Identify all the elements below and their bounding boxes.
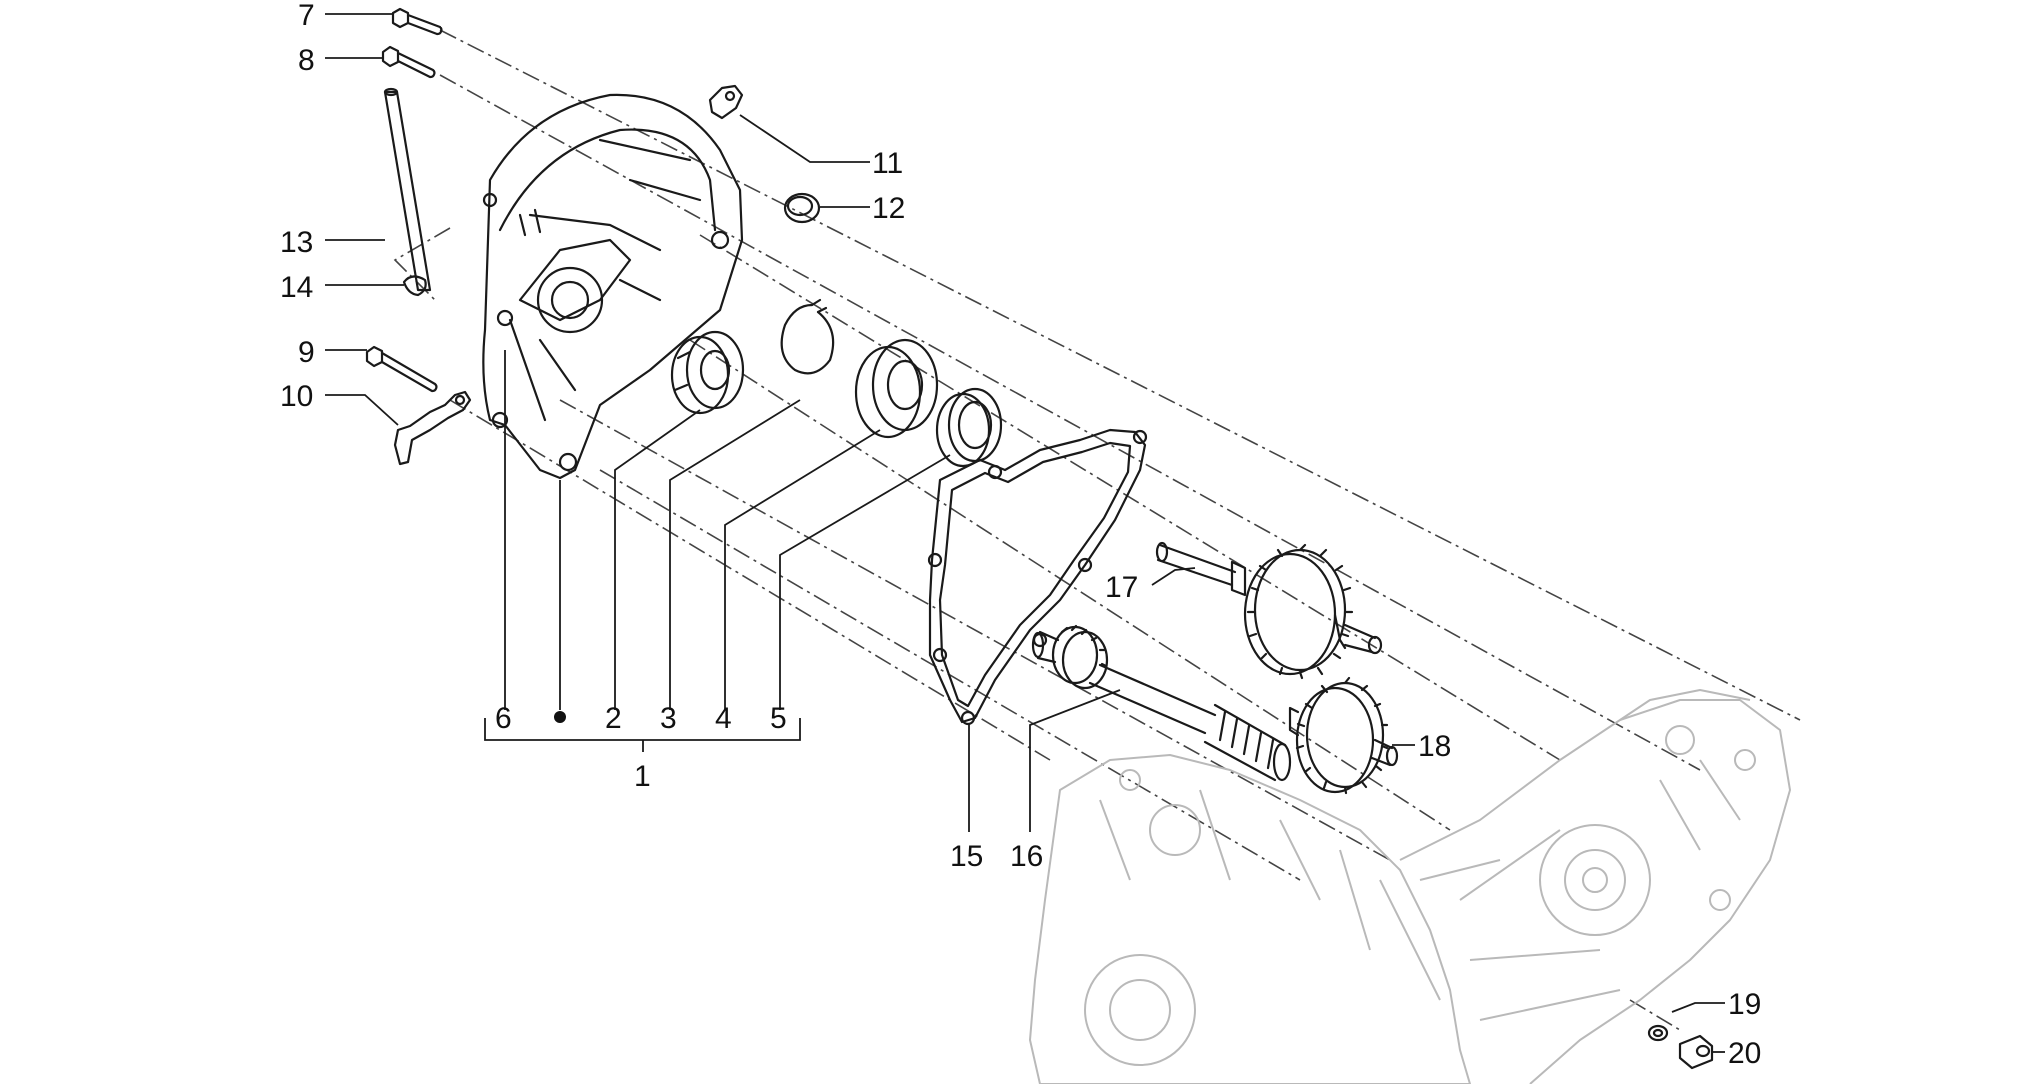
gear-part-18 (1288, 676, 1399, 795)
callout-4: 4 (715, 702, 732, 735)
callout-11: 11 (872, 147, 903, 180)
circlip-part-3 (780, 298, 835, 375)
bolt-part-7 (391, 7, 443, 36)
crankcase-outline (1029, 689, 1791, 1084)
callout-14: 14 (280, 271, 313, 304)
splined-shaft-part-16 (1031, 624, 1292, 782)
drain-plug-part-20 (1678, 1034, 1714, 1070)
bracket-part-10 (393, 390, 472, 466)
washer-part-19 (1647, 1024, 1669, 1042)
bearing-part-4 (854, 338, 939, 439)
clip-part-14 (402, 275, 427, 297)
rod-part-13 (383, 87, 432, 292)
callout-20: 20 (1728, 1037, 1761, 1070)
callout-12: 12 (872, 192, 905, 225)
callout-19: 19 (1728, 988, 1761, 1021)
callout-16: 16 (1010, 840, 1043, 873)
callout-15: 15 (950, 840, 983, 873)
callout-2: 2 (605, 702, 622, 735)
bearing-part-2 (670, 330, 745, 415)
assembly-marker-dot (554, 711, 566, 723)
plug-part-12 (783, 192, 821, 224)
assembly-axes (393, 29, 1801, 1031)
callout-1: 1 (634, 760, 651, 793)
callout-9: 9 (298, 336, 315, 369)
leader-lines (325, 13, 1725, 1053)
callout-10: 10 (280, 380, 313, 413)
callout-13: 13 (280, 226, 313, 259)
callout-6: 6 (495, 702, 512, 735)
callout-17: 17 (1105, 571, 1138, 604)
callout-18: 18 (1418, 730, 1451, 763)
gasket-part-15 (927, 428, 1148, 726)
bolt-part-8 (381, 45, 436, 79)
bolt-part-9 (365, 345, 438, 393)
callout-8: 8 (298, 44, 315, 77)
callout-5: 5 (770, 702, 787, 735)
transmission-cover-part-1 (482, 93, 744, 480)
callout-7: 7 (298, 0, 315, 32)
gear-shaft-part-17 (1155, 541, 1383, 680)
callout-labels: 7 8 13 14 9 10 11 12 6 2 3 4 5 1 17 18 1… (280, 0, 1761, 1070)
callout-3: 3 (660, 702, 677, 735)
tab-washer-part-11 (708, 84, 744, 120)
oil-seal-part-5 (935, 387, 1003, 468)
